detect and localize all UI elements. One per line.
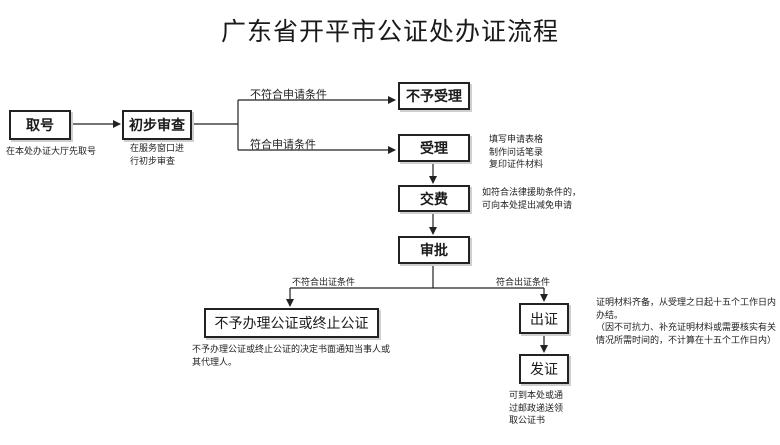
node-approve: 审批 (398, 236, 470, 264)
note-line: 填写申请表格 (489, 135, 544, 145)
page-title: 广东省开平市公证处办证流程 (220, 17, 559, 46)
note-line: 如符合法律援助条件的， (482, 188, 582, 198)
note-line: 行初步审查 (130, 156, 176, 167)
edge-label-meet-issue: 符合出证条件 (496, 278, 551, 288)
note-line: 在本处办证大厅先取号 (6, 147, 97, 157)
note-line: 可到本处或通 (509, 391, 564, 401)
note-refuse: 不予办理公证或终止公证的决定书面通知当事人或 其代理人。 (192, 344, 390, 369)
node-refuse-or-terminate: 不予办理公证或终止公证 (204, 308, 379, 338)
note-line: 证明材料齐备，从受理之日起十五个工作日内 (596, 298, 777, 308)
note-line: 可向本处提出减免申请 (482, 200, 573, 211)
note-line: 办结。 (596, 310, 624, 321)
edge-label-not-meet-application: 不符合申请条件 (250, 88, 327, 101)
note-line: 其代理人。 (192, 357, 238, 368)
note-line: 复印证件材料 (489, 160, 544, 170)
node-issue-certificate: 出证 (519, 303, 569, 334)
note-issue: 证明材料齐备，从受理之日起十五个工作日内 办结。 （因不可抗力、补充证明材料或需… (596, 297, 776, 347)
note-line: 过邮政递送领 (509, 403, 564, 414)
node-deliver-certificate: 发证 (519, 354, 569, 384)
note-line: （因不可抗力、补充证明材料或需要核实有关 (596, 323, 777, 333)
node-preliminary-review: 初步审查 (122, 110, 192, 140)
note-pay-fee: 如符合法律援助条件的， 可向本处提出减免申请 (482, 187, 581, 212)
note-deliver: 可到本处或通 过邮政递送领 取公证书 (509, 390, 563, 428)
note-line: 制作问话笔录 (489, 147, 544, 158)
node-accept: 受理 (398, 134, 470, 162)
note-line: 情况所需时间的，不计算在十五个工作日内） (596, 335, 777, 346)
edge-label-not-meet-issue: 不符合出证条件 (292, 278, 356, 288)
node-pay-fee: 交费 (398, 185, 470, 212)
note-line: 取公证书 (509, 416, 546, 426)
note-take-number: 在本处办证大厅先取号 (6, 146, 96, 159)
note-line: 在服务窗口进 (130, 144, 185, 154)
edge-label-meet-application: 符合申请条件 (250, 138, 316, 151)
note-accept: 填写申请表格 制作问话笔录 复印证件材料 (489, 134, 543, 172)
note-preliminary-review: 在服务窗口进 行初步审查 (130, 143, 184, 168)
node-take-number: 取号 (9, 110, 71, 140)
note-line: 不予办理公证或终止公证的决定书面通知当事人或 (192, 345, 391, 355)
node-not-accepted: 不予受理 (398, 82, 470, 110)
